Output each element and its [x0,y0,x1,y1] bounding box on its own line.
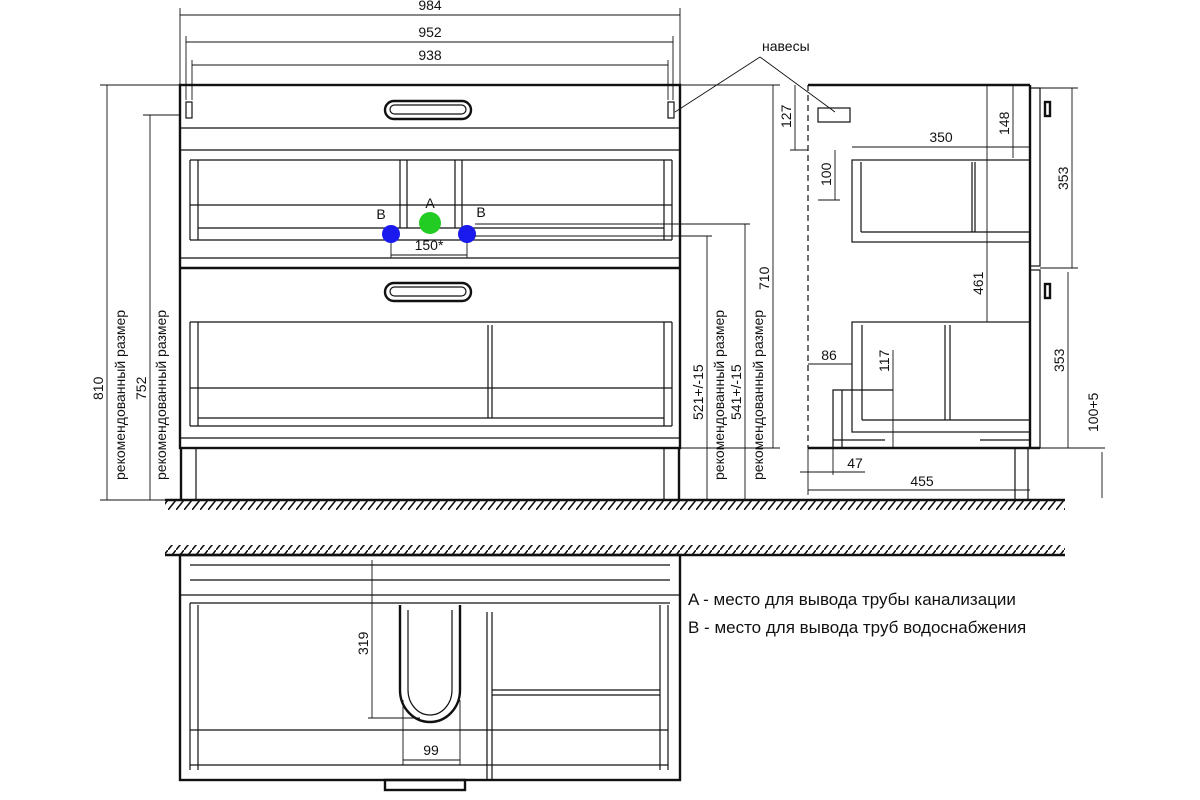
dim-100: 100 [818,162,834,186]
legend-item-a: A - место для вывода трубы канализации [688,590,1016,609]
legend-item-b: B - место для вывода труб водоснабжения [688,618,1026,637]
dim-810: 810 [90,376,106,400]
top-dimension-lines [179,8,681,100]
dim-353-bottom: 353 [1051,348,1067,372]
front-legs [179,448,681,500]
dim-350: 350 [929,129,953,145]
recommended-541: рекомендованный размер [750,310,766,480]
hinges-label: навесы [762,38,810,54]
water-point-b-right [458,225,476,243]
water-point-b-left [382,225,400,243]
dim-752: 752 [133,376,149,400]
right-dimension-lines [475,84,780,500]
dim-455: 455 [910,473,934,489]
top-view-dimension-lines [368,560,461,765]
dim-117: 117 [876,349,892,372]
dim-100-5: 100+5 [1085,392,1101,432]
dim-938: 938 [418,47,442,63]
side-dimension-lines [790,85,1105,498]
floor-line-top [165,498,1065,510]
wall-line-bottom [165,545,1065,557]
drain-point-a [419,212,441,234]
label-b-left: B [376,206,385,222]
label-a: A [425,195,435,211]
recommended-521: рекомендованный размер [711,310,727,480]
left-dimension-lines [100,84,180,501]
recommended-752: рекомендованный размер [153,310,169,480]
hinges-leader [674,56,836,113]
dim-353-top: 353 [1055,166,1071,190]
dim-148: 148 [996,111,1012,135]
dim-150 [390,243,468,258]
dim-47: 47 [847,455,863,471]
dim-952: 952 [418,24,442,40]
dim-86: 86 [821,347,837,363]
siphon-outline [398,605,462,724]
dim-127: 127 [778,104,794,128]
dim-541: 541+/-15 [728,364,744,420]
label-b-right: B [476,204,485,220]
dim-521: 521+/-15 [690,364,706,420]
dim-99: 99 [423,742,439,758]
dim-319: 319 [355,631,371,655]
dim-461: 461 [970,271,986,295]
drawer-handle-bottom [383,281,473,303]
top-view-cabinet [178,553,682,792]
dim-150-label: 150* [415,237,444,253]
side-view-cabinet [807,83,1052,500]
dim-984: 984 [418,0,442,13]
front-view-cabinet [178,83,682,450]
drawer-handle-top [383,99,473,121]
dim-710: 710 [756,266,772,290]
recommended-810: рекомендованный размер [112,310,128,480]
